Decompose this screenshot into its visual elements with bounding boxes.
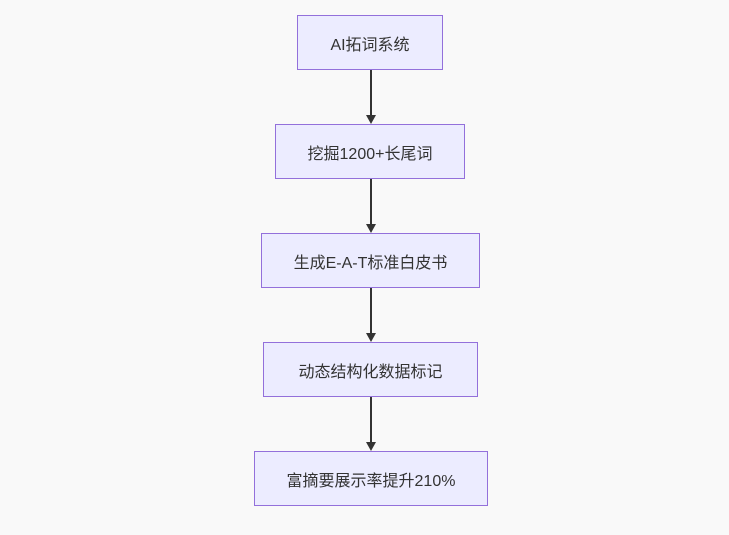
- node-label: AI拓词系统: [330, 36, 410, 54]
- node-label: 生成E-A-T标准白皮书: [293, 254, 448, 272]
- arrow-line: [370, 397, 372, 448]
- arrowhead-down-icon: [366, 333, 376, 342]
- edge-connector-4-5: [362, 397, 380, 451]
- arrowhead-down-icon: [366, 115, 376, 124]
- arrow-line: [370, 179, 372, 230]
- arrowhead-down-icon: [366, 442, 376, 451]
- edge-connector-1-2: [362, 70, 380, 124]
- flow-node-structured-data-markup: 动态结构化数据标记: [263, 342, 478, 397]
- flow-node-ai-word-system: AI拓词系统: [297, 15, 443, 70]
- edge-connector-2-3: [362, 179, 380, 233]
- arrowhead-down-icon: [366, 224, 376, 233]
- flow-node-longtail-mining: 挖掘1200+长尾词: [275, 124, 465, 179]
- arrow-line: [370, 288, 372, 339]
- arrow-line: [370, 70, 372, 121]
- flow-node-eat-whitepaper: 生成E-A-T标准白皮书: [261, 233, 480, 288]
- flow-node-rich-snippet-result: 富摘要展示率提升210%: [254, 451, 488, 506]
- edge-connector-3-4: [362, 288, 380, 342]
- node-label: 挖掘1200+长尾词: [307, 145, 433, 163]
- node-label: 动态结构化数据标记: [298, 363, 443, 381]
- node-label: 富摘要展示率提升210%: [286, 472, 456, 490]
